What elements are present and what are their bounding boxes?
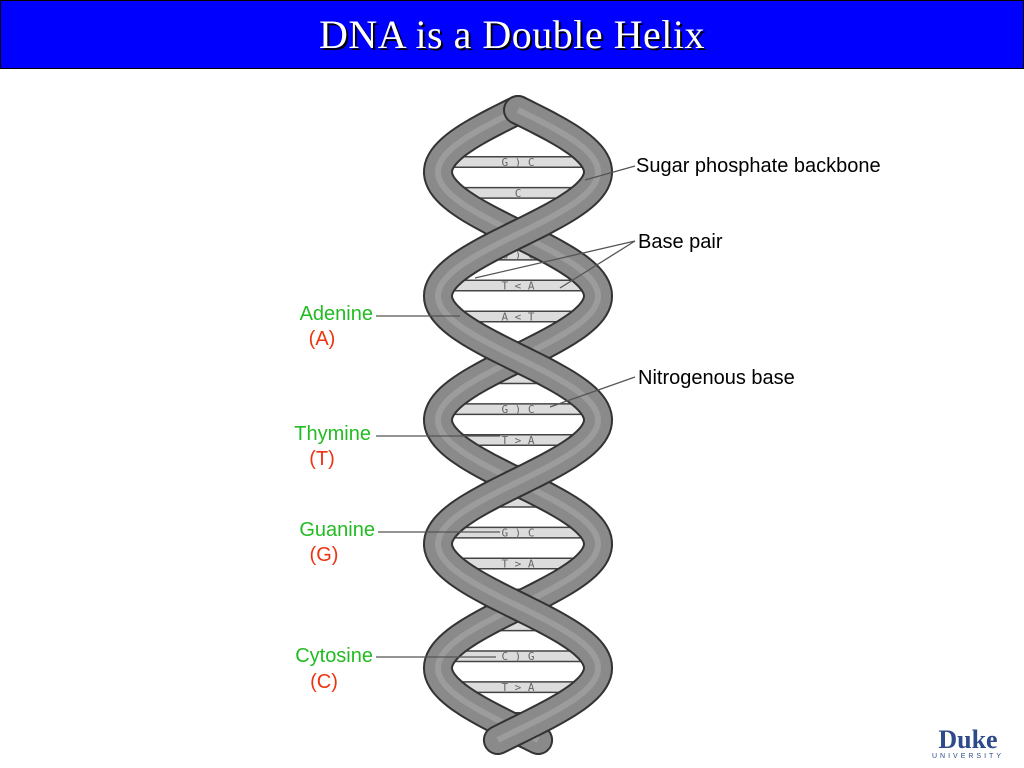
rung-base-letters: T > A xyxy=(501,681,534,694)
leader-lines xyxy=(376,165,636,658)
label-thymine: Thymine xyxy=(294,423,371,445)
rung-base-letters: T < A xyxy=(501,280,534,293)
rung-base-letters: C xyxy=(515,187,522,200)
label-base-pair: Base pair xyxy=(638,231,723,253)
title-bar: DNA is a Double Helix xyxy=(0,0,1024,69)
label-adenine: Adenine xyxy=(300,303,373,325)
label-adenine-symbol: (A) xyxy=(309,328,336,350)
rung-base-letters: G ) C xyxy=(501,156,534,169)
logo-sub-text: UNIVERSITY xyxy=(931,753,1004,760)
label-thymine-symbol: (T) xyxy=(309,448,335,470)
rung-base-letters: G ) C xyxy=(501,527,534,540)
rung-base-letters: G ) C xyxy=(501,403,534,416)
leader-line-nitrogenous-base xyxy=(549,376,636,408)
leader-line-base-pair-2 xyxy=(559,240,636,289)
backbone-strands xyxy=(422,95,614,755)
label-guanine-symbol: (G) xyxy=(310,544,339,566)
label-cytosine-symbol: (C) xyxy=(310,671,338,693)
slide-title: DNA is a Double Helix xyxy=(318,12,705,57)
rung-base-letters: C ) G xyxy=(501,650,534,663)
backbone-strand-highlight xyxy=(434,107,602,743)
rung-base-letters: T > A xyxy=(501,558,534,571)
rung-base-letters: A < T xyxy=(501,310,534,323)
label-nitrogenous-base: Nitrogenous base xyxy=(638,367,795,389)
rung-base-letters: T > A xyxy=(501,434,534,447)
backbone-strand-highlight xyxy=(434,107,602,743)
leader-line-base-pair-1 xyxy=(474,240,636,279)
label-sugar-phosphate-backbone: Sugar phosphate backbone xyxy=(636,155,881,177)
duke-logo: Duke UNIVERSITY xyxy=(931,725,1004,761)
logo-main-text: Duke xyxy=(938,725,998,754)
label-cytosine: Cytosine xyxy=(295,645,373,667)
leader-line-backbone xyxy=(584,165,636,181)
label-guanine: Guanine xyxy=(299,519,375,541)
